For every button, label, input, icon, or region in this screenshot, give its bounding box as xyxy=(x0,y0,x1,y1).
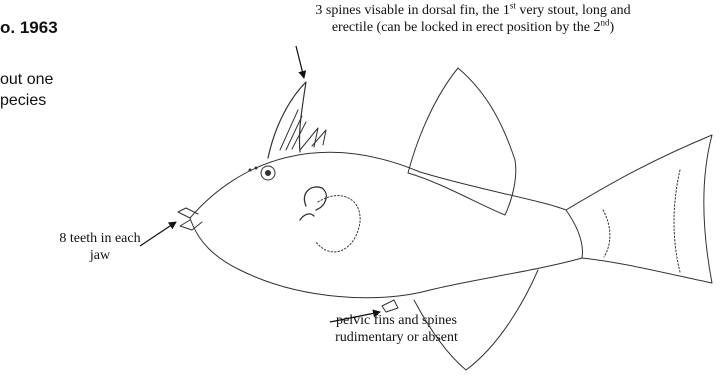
dorsal-membrane xyxy=(280,110,306,150)
caudal-fin xyxy=(566,135,712,283)
teeth-arrow xyxy=(140,222,176,246)
pectoral-fin xyxy=(316,196,360,252)
caudal-fin-base xyxy=(603,210,610,257)
anal-fin xyxy=(414,270,538,370)
fish-pupil xyxy=(266,171,271,176)
caudal-fin-margin xyxy=(674,170,680,272)
nostril-2 xyxy=(255,167,257,169)
dorsal-spine-2 xyxy=(300,128,318,150)
mouth xyxy=(178,208,198,218)
pectoral-fin-base xyxy=(304,187,326,210)
pelvic-arrow xyxy=(330,312,380,322)
gill-mark xyxy=(300,214,314,220)
dorsal-arrow xyxy=(296,46,304,78)
fish-body xyxy=(190,152,582,297)
pelvic-rudiment xyxy=(382,300,398,312)
nostril-1 xyxy=(249,169,251,171)
